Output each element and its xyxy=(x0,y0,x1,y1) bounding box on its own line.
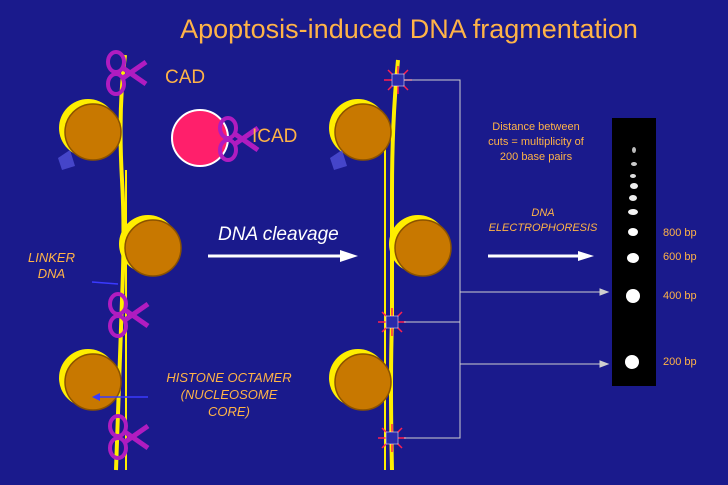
distance-note: Distance between cuts = multiplicity of … xyxy=(476,120,596,165)
scissors-icon xyxy=(108,52,146,94)
pointer-arrows xyxy=(91,281,148,401)
nucleosome-icon xyxy=(328,98,392,161)
nucleosome-icon xyxy=(118,214,182,277)
nucleosome-icon xyxy=(328,348,392,411)
electrophoresis-arrow xyxy=(488,251,594,261)
distance-line: Distance between xyxy=(492,121,580,133)
left-chromatin xyxy=(58,52,182,471)
cleavage-arrow xyxy=(208,250,358,262)
marker-label: 800 bp xyxy=(663,227,697,239)
linker-dna-line: DNA xyxy=(37,266,66,281)
nucleosome-icon xyxy=(58,98,122,161)
icad-complex xyxy=(171,109,258,167)
linker-dna-line: LINKER xyxy=(28,250,75,265)
cut-site-icon xyxy=(377,423,407,453)
histone-line: HISTONE OCTAMER xyxy=(166,370,292,385)
dna-cleavage-label: DNA cleavage xyxy=(218,224,339,245)
distance-line: 200 base pairs xyxy=(499,151,573,163)
linker-dna-label: LINKER DNA xyxy=(28,250,75,282)
marker-label: 200 bp xyxy=(663,356,697,368)
distance-line: cuts = multiplicity of xyxy=(488,136,584,148)
page-title: Apoptosis-induced DNA fragmentation xyxy=(180,14,638,44)
right-chromatin xyxy=(328,59,452,471)
nucleosome-icon xyxy=(388,214,452,277)
histone-line: (NUCLEOSOME xyxy=(180,387,278,402)
histone-label: HISTONE OCTAMER (NUCLEOSOME CORE) xyxy=(148,369,310,420)
icad-label: ICAD xyxy=(252,126,298,147)
cut-site-icon xyxy=(377,307,407,337)
histone-line: CORE) xyxy=(208,404,250,419)
cad-label: CAD xyxy=(165,67,206,88)
marker-label: 600 bp xyxy=(663,251,697,263)
fragment-brackets xyxy=(404,79,610,439)
marker-label: 400 bp xyxy=(663,290,697,302)
nucleosome-icon xyxy=(58,348,122,411)
electrophoresis-line: ELECTROPHORESIS xyxy=(488,222,598,234)
gel-image xyxy=(612,118,656,386)
electrophoresis-label: DNA ELECTROPHORESIS xyxy=(474,206,612,236)
electrophoresis-line: DNA xyxy=(531,207,555,219)
scissors-icon xyxy=(110,294,148,336)
